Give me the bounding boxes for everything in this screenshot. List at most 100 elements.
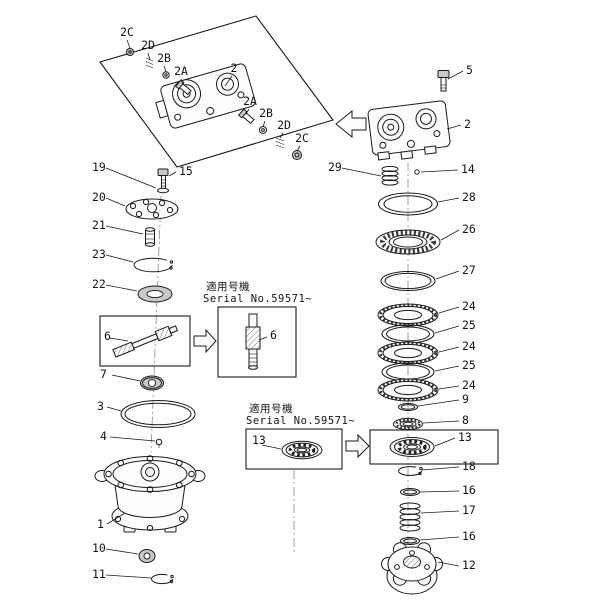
plate-24-2 [377, 341, 439, 365]
part-label: 2B [157, 51, 171, 65]
zoom-arrow [335, 109, 367, 139]
part-label: 20 [92, 190, 106, 204]
part-label: 15 [179, 164, 193, 178]
part-label: 2D [277, 118, 291, 132]
part-label: 17 [462, 503, 476, 517]
part-label: 23 [92, 247, 106, 261]
plate-20 [125, 198, 179, 220]
part-label: 16 [462, 529, 476, 543]
washer-2b-top [162, 71, 170, 79]
bearing-26 [375, 229, 441, 255]
pin-21 [145, 227, 155, 247]
detail-box [99, 15, 334, 168]
snap-ring-18 [398, 466, 423, 476]
serial-caption-jp: 適用号機 [249, 402, 293, 415]
part-label: 18 [462, 459, 476, 473]
nut-7 [140, 375, 164, 391]
part-label: 2D [141, 38, 155, 52]
box-6-old [99, 315, 191, 367]
oring-16-1 [400, 488, 420, 496]
part-label: 26 [462, 222, 476, 236]
part-label: 2A [243, 94, 257, 108]
nut-10 [138, 549, 156, 563]
shaft-6-new [245, 313, 261, 370]
bearing-13-main [389, 437, 435, 457]
part-label: 6 [104, 329, 111, 343]
oring-28 [378, 192, 438, 216]
main-valve-body [367, 100, 451, 161]
part-label: 8 [462, 413, 469, 427]
part-label: 21 [92, 218, 106, 232]
serial-box-6 [217, 306, 297, 378]
washer-19 [157, 187, 169, 194]
ring-27 [380, 271, 436, 291]
part-labels: 2C 2D 2B 2A 2 2A 2B 2D 2C 5 2 29 14 28 2… [92, 25, 476, 581]
coupling-12 [381, 542, 443, 595]
spring-29 [381, 165, 399, 186]
serial-arrow-13 [345, 433, 370, 459]
part-label: 2 [464, 117, 471, 131]
housing-1 [94, 455, 206, 533]
oring-9 [398, 403, 418, 411]
bolt-15 [157, 168, 169, 189]
part-label: 2A [174, 64, 188, 78]
part-label: 28 [462, 190, 476, 204]
plate-24-3 [377, 378, 439, 402]
plug-2c-top [126, 48, 134, 56]
serial-caption-en: Serial No.59571~ [203, 293, 312, 305]
part-label: 25 [462, 318, 476, 332]
washer-2b-bottom [259, 126, 267, 134]
part-label: 2C [295, 131, 309, 145]
part-label: 13 [252, 433, 266, 447]
part-label: 3 [97, 399, 104, 413]
part-label: 24 [462, 299, 476, 313]
part-label: 14 [461, 162, 475, 176]
spring-2d-bottom [275, 137, 285, 149]
part-label: 27 [462, 263, 476, 277]
part-label: 24 [462, 378, 476, 392]
oring-16-2 [400, 537, 420, 545]
bolt-2a-bottom [237, 108, 255, 125]
shaft-6-old [112, 325, 179, 358]
part-label: 1 [97, 517, 104, 531]
part-label: 4 [100, 429, 107, 443]
serial-box-13 [245, 428, 343, 470]
part-label: 9 [462, 392, 469, 406]
serial-caption-13: 適用号機 Serial No.59571~ [246, 402, 355, 427]
bearing-13-serial [281, 440, 323, 460]
part-label: 24 [462, 339, 476, 353]
part-label: 13 [458, 430, 472, 444]
pin-4 [155, 438, 163, 448]
serial-caption-6: 適用号機 Serial No.59571~ [203, 280, 312, 305]
snap-ring-23 [133, 257, 174, 273]
spring-17 [399, 502, 421, 532]
washer-22 [137, 285, 173, 303]
plate-24-1 [377, 303, 439, 327]
serial-caption-jp: 適用号機 [206, 280, 250, 293]
bolt-5 [437, 70, 450, 92]
snap-ring-11 [151, 573, 174, 585]
part-label: 25 [462, 358, 476, 372]
plug-2c-bottom [292, 150, 302, 160]
box-13-main [369, 429, 499, 465]
part-label: 2B [259, 106, 273, 120]
part-label: 10 [92, 541, 106, 555]
part-label: 2C [120, 25, 134, 39]
serial-arrow-6 [193, 328, 217, 354]
part-label: 19 [92, 160, 106, 174]
part-label: 16 [462, 483, 476, 497]
serial-caption-en: Serial No.59571~ [246, 415, 355, 427]
part-label: 22 [92, 277, 106, 291]
part-label: 11 [92, 567, 106, 581]
part-label: 5 [466, 63, 473, 77]
pin-14 [414, 169, 420, 175]
leader-lines [105, 39, 464, 579]
bearing-8 [393, 417, 423, 431]
part-label: 29 [328, 160, 342, 174]
part-label: 6 [270, 328, 277, 342]
part-label: 2 [231, 61, 238, 75]
part-label: 7 [100, 367, 107, 381]
oring-3 [120, 400, 196, 428]
